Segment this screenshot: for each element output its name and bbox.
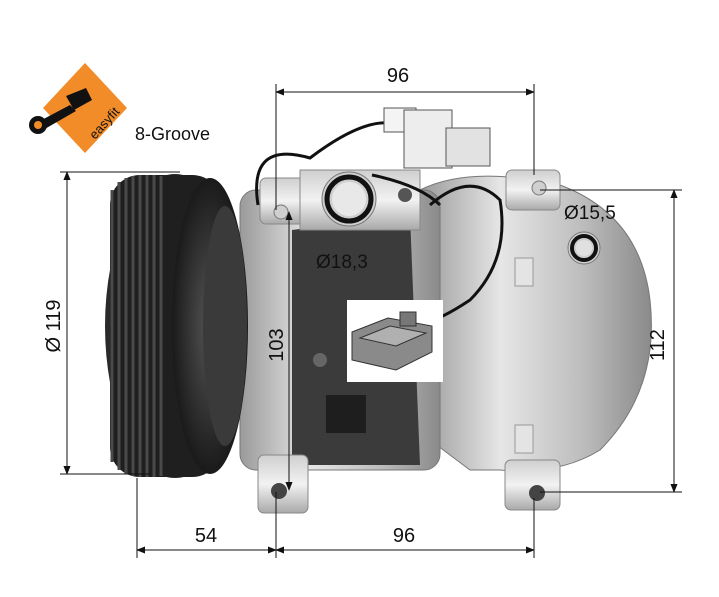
plug-connector-icon	[351, 311, 433, 371]
top-connector-icon	[383, 107, 491, 169]
large-port-icon	[321, 171, 377, 227]
groove-label: 8-Groove	[135, 124, 210, 144]
dim-bottom-right: 96	[393, 525, 415, 547]
pulley	[105, 174, 248, 478]
dim-body-height: 103	[266, 328, 288, 361]
dim-top-width: 96	[387, 65, 409, 87]
small-port-icon	[567, 231, 601, 265]
easyfit-badge: easyfit	[29, 63, 127, 153]
badge-diamond	[43, 63, 127, 153]
wrench-icon	[29, 88, 92, 134]
dimension-lines	[60, 84, 682, 558]
dim-pulley-diameter: Ø 119	[43, 300, 65, 353]
dim-port-large: Ø18,3	[316, 252, 368, 273]
dim-mount-height: 112	[647, 329, 669, 361]
dim-bottom-left: 54	[195, 525, 217, 547]
dim-port-small: Ø15,5	[564, 203, 616, 224]
clutch-wire	[255, 121, 504, 324]
